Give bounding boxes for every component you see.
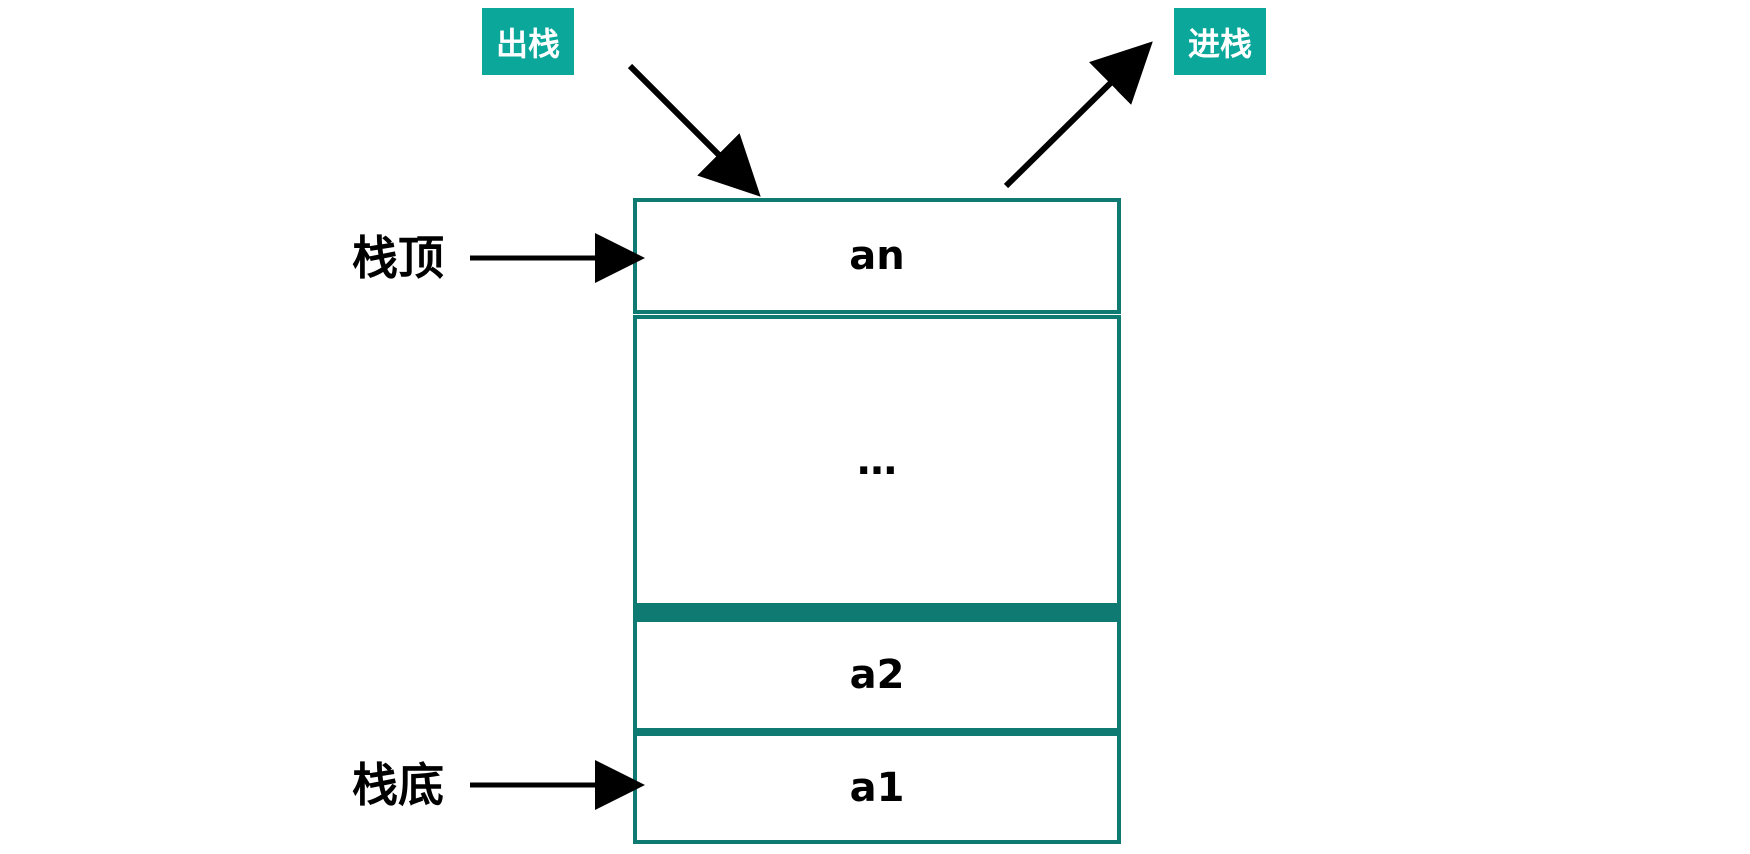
stack-top-label: 栈顶	[352, 231, 444, 285]
stack-cell-ellipsis: …	[633, 315, 1121, 607]
stack-cell-bottom: a1	[633, 732, 1121, 844]
stack-bottom-label: 栈底	[352, 758, 444, 812]
push-arrow	[1003, 41, 1153, 189]
push-badge: 进栈	[1174, 8, 1266, 75]
stack-cell-top: an	[633, 198, 1121, 314]
stack-container: an … a2 a1	[633, 198, 1121, 844]
stack-cell-second: a2	[633, 618, 1121, 732]
pop-arrow	[627, 63, 761, 197]
stack-separator	[633, 603, 1121, 618]
pop-badge: 出栈	[482, 8, 574, 75]
